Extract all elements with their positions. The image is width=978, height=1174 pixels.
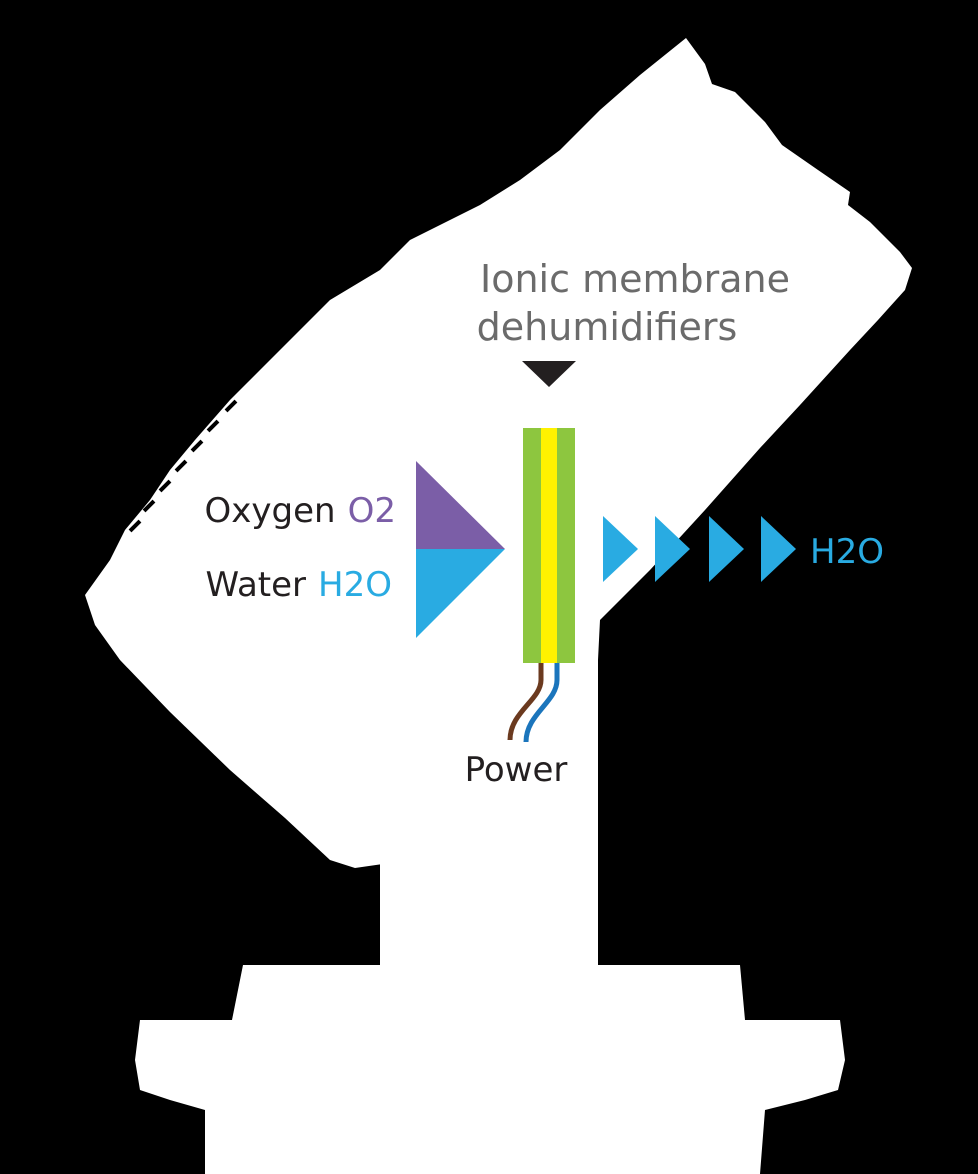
output-formula: H2O <box>810 532 884 572</box>
output-flow <box>603 516 796 582</box>
wire-blue <box>523 663 560 743</box>
membrane <box>523 428 575 663</box>
oxygen-label: Oxygen <box>205 491 336 531</box>
device-head <box>85 38 912 868</box>
oxygen-arrow-icon <box>416 461 505 549</box>
right-chevron-icon <box>603 516 638 582</box>
water-formula: H2O <box>318 565 392 605</box>
device-stem <box>380 640 598 965</box>
right-chevron-icon <box>761 516 796 582</box>
oxygen-formula: O2 <box>348 491 396 531</box>
right-chevron-icon <box>709 516 744 582</box>
membrane-yellow-core <box>541 428 557 663</box>
wire-brown <box>507 663 544 741</box>
membrane-green-right <box>557 428 575 663</box>
membrane-green-left <box>523 428 541 663</box>
water-label: Water <box>206 565 307 605</box>
power-label: Power <box>465 750 568 790</box>
device-base-top <box>232 965 745 1020</box>
vent-notches <box>128 399 238 533</box>
title-line-2: dehumidifiers <box>477 305 738 349</box>
right-chevron-icon <box>655 516 690 582</box>
down-triangle-icon <box>522 361 576 387</box>
water-arrow-icon <box>416 549 505 638</box>
device-silhouette <box>85 38 912 1174</box>
device-base <box>135 1020 845 1174</box>
title-line-1: Ionic membrane <box>480 257 790 301</box>
